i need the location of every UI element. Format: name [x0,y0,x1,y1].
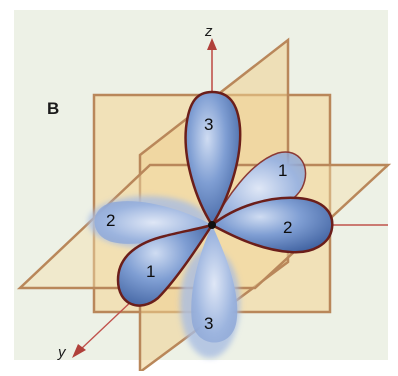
lobe-label-2-left: 2 [106,211,115,230]
lobe-3-top [184,90,242,228]
y-axis-label: y [57,344,67,361]
lobe-label-1-front: 1 [146,262,155,281]
lobe-label-3-top: 3 [204,115,213,134]
lobe-label-3-bottom: 3 [204,314,213,333]
z-axis-label: z [204,23,213,40]
nucleus-dot [208,221,216,229]
panel-label: B [47,99,59,118]
y-axis-arrow [72,344,86,358]
lobe-1-front [116,222,215,307]
z-axis-arrow [207,38,217,50]
lobe-label-1-back: 1 [278,161,287,180]
lobe-2-right [209,196,334,254]
lobe-label-2-right: 2 [283,218,292,237]
lobe-3-bottom [191,225,238,343]
